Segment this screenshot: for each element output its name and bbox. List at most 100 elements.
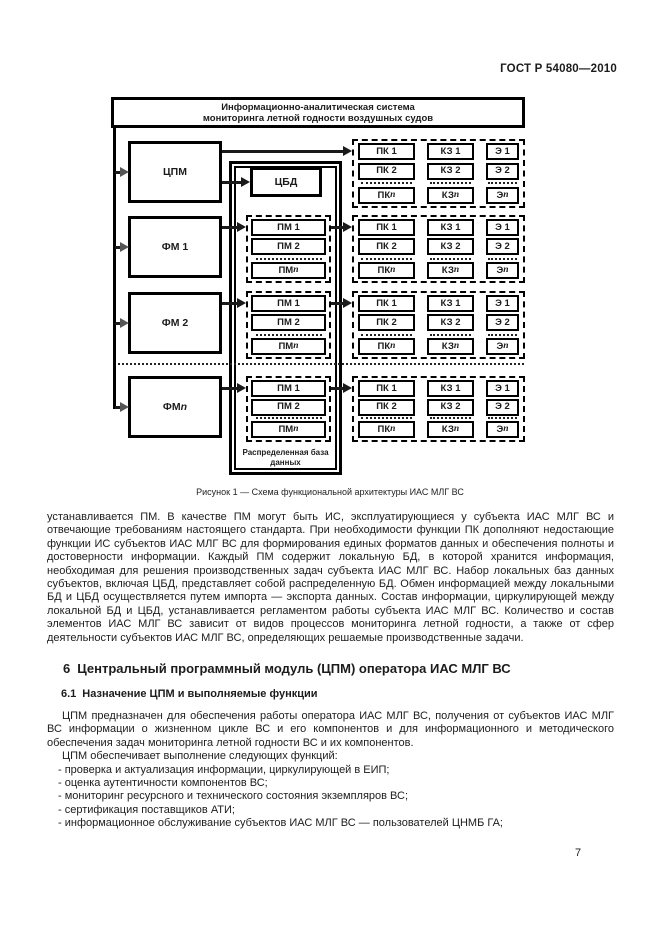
pk-column: ПК 1 ПК 2 ПК n xyxy=(358,295,415,355)
cpm-to-cbd-arrowhead xyxy=(241,177,250,187)
pm-box: ПМ 2 xyxy=(251,398,326,416)
bus-arrow-stem xyxy=(115,171,123,174)
cpm-to-cbd-line xyxy=(222,181,243,184)
pm-box: ПМ 1 xyxy=(251,295,326,312)
ellipsis-separator xyxy=(361,333,412,336)
fmn-to-pm-arrowhead xyxy=(237,383,246,393)
e-box: Э 1 xyxy=(486,143,519,160)
paragraph-cpm-purpose: ЦПМ предназначен для обеспечения работы … xyxy=(47,709,614,749)
kz-box: КЗ 2 xyxy=(427,238,474,256)
system-title-line-2: мониторинга летной годности воздушных су… xyxy=(202,112,434,124)
fmn-box: ФМ n xyxy=(128,376,222,438)
ellipsis-separator xyxy=(487,333,518,336)
pk-box: ПК 2 xyxy=(358,398,415,416)
pk-box: ПК n xyxy=(358,186,415,204)
e-column: Э 1 Э 2 Э n xyxy=(486,295,519,355)
section-title: Центральный программный модуль (ЦПМ) опе… xyxy=(77,661,511,677)
e-box: Э 2 xyxy=(486,162,519,180)
kz-box: КЗ 1 xyxy=(427,219,474,236)
functions-list: - проверка и актуализация информации, ци… xyxy=(47,764,614,831)
fm1-box: ФМ 1 xyxy=(128,216,222,278)
fm2-to-pm-line xyxy=(222,302,239,305)
pm-box: ПМ 1 xyxy=(251,219,326,236)
bus-arrowhead-fm1 xyxy=(120,242,129,252)
page-number: 7 xyxy=(575,847,582,859)
bus-arrowhead-cpm xyxy=(120,167,129,177)
ellipsis-separator xyxy=(255,417,322,420)
bus-arrow-stem xyxy=(115,406,123,409)
fmn-to-pm-line xyxy=(222,387,239,390)
kz-box: КЗ 1 xyxy=(427,380,474,397)
fm1-to-pm-arrowhead xyxy=(237,222,246,232)
ellipsis-separator xyxy=(429,257,472,260)
fm1-to-pm-line xyxy=(222,226,239,229)
kz-box: КЗ 1 xyxy=(427,143,474,160)
pm-group-2: ПМ 1 ПМ 2 ПМ n xyxy=(246,291,331,359)
cpm-to-pk-line xyxy=(222,150,344,153)
e-box: Э 2 xyxy=(486,314,519,332)
ellipsis-separator xyxy=(487,417,518,420)
pk-box: ПК 1 xyxy=(358,380,415,397)
pm1-to-pk-line xyxy=(331,226,345,229)
pm-box: ПМ n xyxy=(251,420,326,438)
kz-column: КЗ 1 КЗ 2 КЗ n xyxy=(427,219,474,279)
kz-box: КЗ n xyxy=(427,186,474,204)
pm1-to-pk-arrowhead xyxy=(343,222,352,232)
pk-box: ПК 1 xyxy=(358,219,415,236)
fm2-box: ФМ 2 xyxy=(128,292,222,354)
ellipsis-separator xyxy=(429,182,472,185)
fm2-to-pm-arrowhead xyxy=(237,298,246,308)
ellipsis-separator xyxy=(487,182,518,185)
subsection-number: 6.1 xyxy=(61,688,77,701)
pm-group-3: ПМ 1 ПМ 2 ПМ n xyxy=(246,376,331,442)
e-column: Э 1 Э 2 Э n xyxy=(486,143,519,204)
pmn-to-pk-line xyxy=(331,387,345,390)
pk-box: ПК 1 xyxy=(358,143,415,160)
list-item: - оценка аутентичности компонентов ВС; xyxy=(58,776,268,789)
pk-box: ПК n xyxy=(358,337,415,355)
list-item: - мониторинг ресурсного и технического с… xyxy=(58,790,409,803)
paragraph-cpm-functions-intro: ЦПМ обеспечивает выполнение следующих фу… xyxy=(62,750,338,763)
ellipsis-separator xyxy=(429,417,472,420)
kz-box: КЗ 2 xyxy=(427,314,474,332)
pm-group-1: ПМ 1 ПМ 2 ПМ n xyxy=(246,215,331,283)
pk-column: ПК 1 ПК 2 ПК n xyxy=(358,143,415,204)
e-box: Э 2 xyxy=(486,238,519,256)
ellipsis-separator xyxy=(429,333,472,336)
figure-caption: Рисунок 1 — Схема функциональной архитек… xyxy=(196,487,464,497)
pk-column: ПК 1 ПК 2 ПК n xyxy=(358,219,415,279)
kz-box: КЗ 1 xyxy=(427,295,474,312)
bus-arrow-stem xyxy=(115,322,123,325)
e-column: Э 1 Э 2 Э n xyxy=(486,380,519,438)
pk-box: ПК 1 xyxy=(358,295,415,312)
list-item: - проверка и актуализация информации, ци… xyxy=(58,763,390,776)
ellipsis-separator xyxy=(361,182,412,185)
list-item: - информационное обслуживание субъектов … xyxy=(58,817,503,830)
kz-box: КЗ n xyxy=(427,420,474,438)
cpm-box: ЦПМ xyxy=(128,141,222,203)
kz-column: КЗ 1 КЗ 2 КЗ n xyxy=(427,143,474,204)
subject-group-2: ПК 1 ПК 2 ПК n КЗ 1 КЗ 2 КЗ n Э 1 Э 2 Э … xyxy=(352,215,525,283)
cbd-box: ЦБД xyxy=(250,167,322,197)
pk-column: ПК 1 ПК 2 ПК n xyxy=(358,380,415,438)
subsection-title: Назначение ЦПМ и выполняемые функции xyxy=(82,688,318,701)
cpm-to-pk-arrowhead xyxy=(343,146,352,156)
kz-box: КЗ 2 xyxy=(427,398,474,416)
e-box: Э n xyxy=(486,420,519,438)
pmn-to-pk-arrowhead xyxy=(343,383,352,393)
pk-box: ПК 2 xyxy=(358,238,415,256)
ellipsis-separator xyxy=(255,257,322,260)
pm-box: ПМ n xyxy=(251,337,326,355)
ellipsis-separator xyxy=(255,333,322,336)
e-box: Э n xyxy=(486,186,519,204)
distributed-db-label: Распределенная база данных xyxy=(242,448,329,467)
standard-header: ГОСТ Р 54080—2010 xyxy=(500,63,617,75)
e-box: Э 1 xyxy=(486,295,519,312)
kz-box: КЗ n xyxy=(427,337,474,355)
body-text: устанавливается ПМ. В качестве ПМ могут … xyxy=(47,511,614,831)
row-ellipsis-separator xyxy=(118,363,524,365)
pm-box: ПМ n xyxy=(251,261,326,279)
ellipsis-separator xyxy=(361,257,412,260)
subject-group-3: ПК 1 ПК 2 ПК n КЗ 1 КЗ 2 КЗ n Э 1 Э 2 Э … xyxy=(352,291,525,359)
